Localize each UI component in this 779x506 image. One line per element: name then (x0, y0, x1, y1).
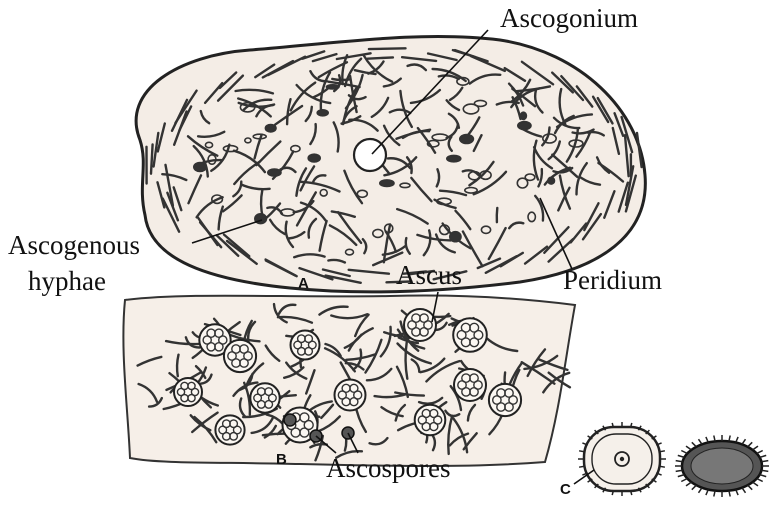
ascus (335, 380, 366, 411)
cell-a (326, 85, 339, 89)
spore-spine (748, 442, 753, 447)
label-part-c: C (560, 482, 571, 497)
ascus (215, 415, 244, 444)
cell-a (194, 163, 206, 172)
spore-spine (692, 485, 697, 490)
spore-c (578, 422, 769, 497)
label-ascus: Ascus (396, 262, 462, 289)
ascus (415, 405, 446, 436)
ascus (291, 331, 320, 360)
cell-a (450, 232, 461, 242)
label-peridium: Peridium (563, 267, 662, 294)
spore-spine (686, 482, 691, 486)
spore-spine (692, 442, 697, 447)
spore-spine (757, 451, 763, 454)
label-ascospores: Ascospores (326, 455, 450, 482)
spore-spine (699, 439, 703, 444)
cell-a (548, 177, 555, 184)
ascus (489, 384, 521, 416)
label-ascogonium: Ascogonium (500, 5, 638, 32)
cell-a (380, 180, 394, 187)
hypha-a-rim (369, 48, 406, 49)
spore-spine (753, 482, 758, 486)
ascus (454, 369, 486, 401)
cell-a (308, 154, 320, 162)
label-ascogenous-line2: hyphae (28, 268, 106, 295)
spore-c-dark-inner (691, 448, 753, 484)
ascus (224, 340, 256, 372)
free-ascospore (284, 414, 296, 426)
spore-spine (699, 488, 703, 493)
spore-spine (753, 446, 758, 450)
ascocarp-b (123, 295, 575, 466)
label-ascogenous-line1: Ascogenous (8, 232, 140, 259)
cell-a (460, 135, 474, 144)
hypha-a-rim (368, 57, 393, 58)
spore-c-nucleolus (620, 457, 624, 461)
hypha-a-rim (151, 145, 153, 174)
spore-spine (742, 488, 746, 493)
ascus (250, 383, 279, 412)
cell-a (317, 110, 328, 116)
cell-a (268, 169, 281, 176)
spore-spine (681, 451, 687, 454)
spore-spine (757, 479, 763, 482)
spore-spine (678, 475, 685, 477)
label-part-b: B (276, 452, 287, 467)
spore-spine (760, 475, 767, 477)
cell-a (265, 125, 276, 132)
cell-a (520, 112, 526, 119)
spore-spine (742, 439, 746, 444)
ascus (453, 318, 487, 352)
spore-spine (748, 485, 753, 490)
cell-a (518, 122, 531, 130)
spore-spine (681, 479, 687, 482)
spore-spine (760, 455, 767, 457)
cell-a (447, 155, 461, 161)
spore-spine (678, 455, 685, 457)
ascocarp-a (136, 37, 645, 292)
spore-spine (686, 446, 691, 450)
label-part-a: A (298, 276, 309, 291)
ascus (174, 378, 202, 406)
ascus (404, 309, 436, 341)
hypha-a (497, 208, 498, 222)
